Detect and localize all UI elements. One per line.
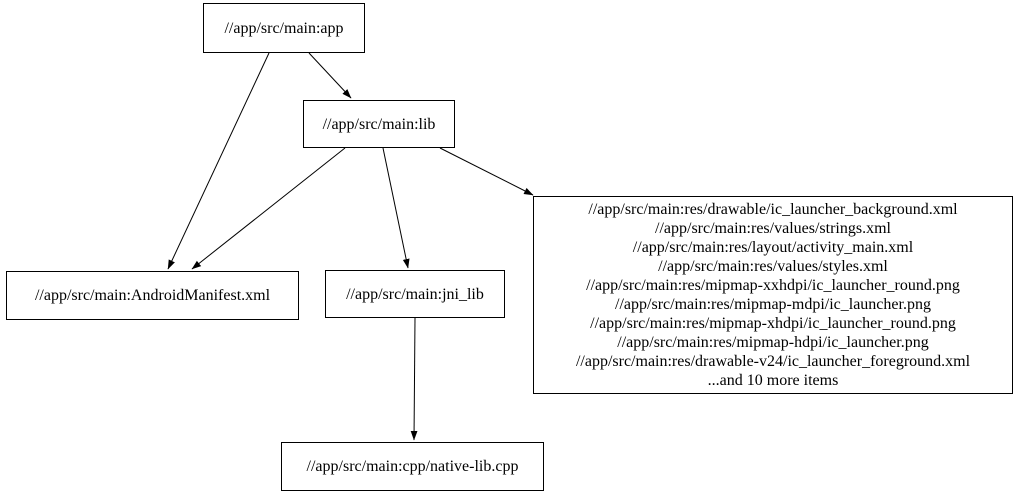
edge-lib-to-jni-lib bbox=[382, 147, 410, 269]
resource-item: //app/src/main:res/values/styles.xml bbox=[658, 258, 888, 275]
resource-item: //app/src/main:res/mipmap-mdpi/ic_launch… bbox=[615, 296, 931, 313]
graph-node-native-lib-cpp: //app/src/main:cpp/native-lib.cpp bbox=[281, 442, 544, 491]
node-label-jni-lib: //app/src/main:jni_lib bbox=[346, 285, 484, 303]
resource-item: //app/src/main:res/values/strings.xml bbox=[655, 220, 891, 237]
node-label-native-lib-cpp: //app/src/main:cpp/native-lib.cpp bbox=[306, 458, 519, 475]
node-label-lib: //app/src/main:lib bbox=[322, 115, 436, 133]
resource-item: //app/src/main:res/layout/activity_main.… bbox=[632, 239, 914, 256]
edge-lib-to-resources bbox=[439, 147, 534, 196]
graph-node-resources: //app/src/main:res/drawable/ic_launcher_… bbox=[533, 196, 1013, 394]
resource-item: //app/src/main:res/drawable-v24/ic_launc… bbox=[575, 353, 971, 370]
resource-item: //app/src/main:res/mipmap-xhdpi/ic_launc… bbox=[590, 315, 956, 332]
resource-item: ...and 10 more items bbox=[707, 372, 839, 389]
edge-app-to-lib bbox=[308, 52, 352, 99]
edge-jni-lib-to-native-lib-cpp bbox=[410, 317, 418, 441]
graph-node-app: //app/src/main:app bbox=[203, 3, 365, 53]
edge-lib-to-android-manifest bbox=[191, 147, 346, 270]
node-label-android-manifest: //app/src/main:AndroidManifest.xml bbox=[34, 287, 271, 304]
edge-app-to-android-manifest bbox=[167, 52, 270, 270]
resource-item: //app/src/main:res/drawable/ic_launcher_… bbox=[588, 201, 958, 218]
node-label-app: //app/src/main:app bbox=[224, 19, 344, 37]
resource-item: //app/src/main:res/mipmap-xxhdpi/ic_laun… bbox=[586, 277, 960, 294]
graph-node-android-manifest: //app/src/main:AndroidManifest.xml bbox=[6, 271, 299, 320]
graph-node-jni-lib: //app/src/main:jni_lib bbox=[325, 270, 505, 318]
resource-item: //app/src/main:res/mipmap-hdpi/ic_launch… bbox=[617, 334, 929, 351]
graph-node-lib: //app/src/main:lib bbox=[303, 100, 455, 148]
